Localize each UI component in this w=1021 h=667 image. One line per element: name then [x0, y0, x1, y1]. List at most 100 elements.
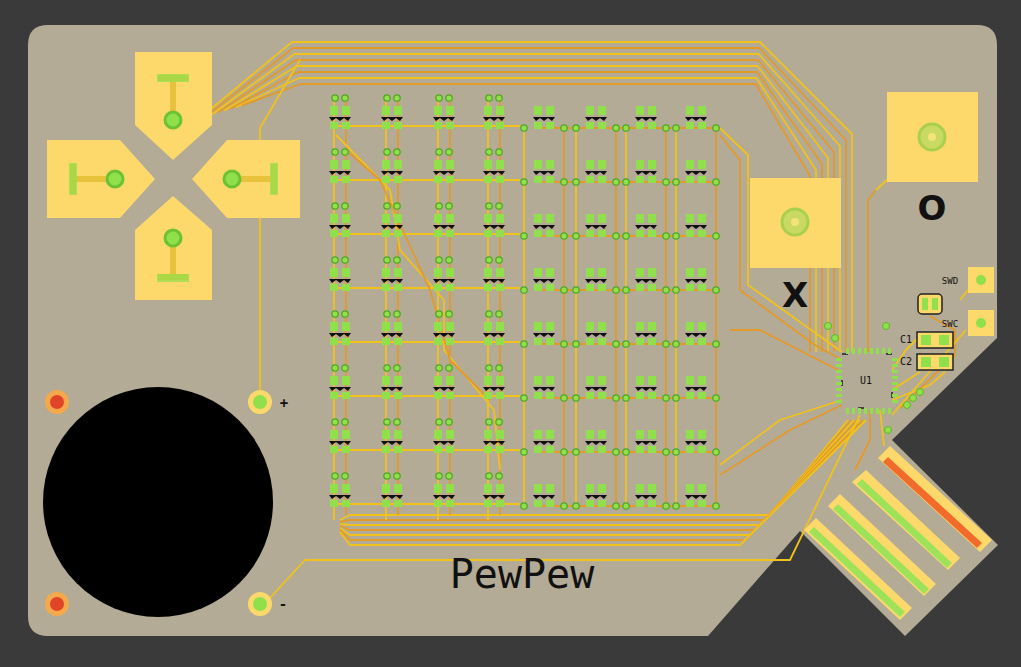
led-pad [636, 322, 644, 331]
button-pad [750, 178, 841, 268]
led-mark [433, 495, 455, 499]
led-pad [648, 106, 656, 115]
via [394, 419, 400, 425]
trace [212, 54, 840, 352]
chip-pin [882, 408, 885, 414]
led [381, 473, 403, 507]
led-pad [686, 214, 694, 223]
pad [932, 298, 938, 310]
via [663, 503, 669, 509]
via [436, 311, 442, 317]
led-pad [698, 160, 706, 169]
via [342, 149, 348, 155]
led [433, 149, 455, 183]
led-pad [546, 500, 554, 507]
usb-contacts [804, 446, 992, 620]
led-pad [394, 500, 402, 507]
via [332, 419, 338, 425]
led [573, 214, 619, 239]
pad-contact [73, 78, 274, 277]
led-pad [598, 230, 606, 237]
led-pad [446, 338, 454, 345]
led-mark [433, 279, 455, 283]
trace [340, 420, 860, 535]
led-mark [381, 333, 403, 337]
led-pad [446, 446, 454, 453]
led [329, 95, 351, 129]
led-pad [394, 268, 402, 277]
led-pad [434, 376, 442, 385]
via [107, 171, 123, 187]
led-pad [534, 484, 542, 493]
via [394, 95, 400, 101]
chip-pin [876, 408, 879, 414]
led-pad [484, 214, 492, 223]
led-pad [484, 338, 492, 345]
led-mark [433, 441, 455, 445]
led-pad [636, 122, 644, 129]
via [623, 395, 629, 401]
led-mark [533, 171, 555, 175]
led-pad [546, 322, 554, 331]
led-pad [586, 322, 594, 331]
via [384, 149, 390, 155]
led-pad [484, 430, 492, 439]
led-pad [342, 230, 350, 237]
via [342, 203, 348, 209]
led [521, 322, 567, 347]
button-label: O [918, 191, 947, 225]
led-pad [546, 122, 554, 129]
led-pad [546, 268, 554, 277]
led [329, 203, 351, 237]
led-mark [685, 279, 707, 283]
led-pad [636, 484, 644, 493]
led-pad [648, 338, 656, 345]
via [165, 112, 181, 128]
led-pad [686, 392, 694, 399]
led-pad [394, 392, 402, 399]
via [496, 311, 502, 317]
via [446, 257, 452, 263]
via [713, 341, 719, 347]
via [496, 257, 502, 263]
led-pad [484, 484, 492, 493]
led-pad [598, 338, 606, 345]
led-mark [533, 441, 555, 445]
via [713, 287, 719, 293]
via [521, 287, 527, 293]
led-pad [484, 176, 492, 183]
via [573, 287, 579, 293]
led-pad [434, 176, 442, 183]
board-title: PewPew [450, 554, 595, 594]
via [436, 95, 442, 101]
led-pad [546, 176, 554, 183]
chip [825, 323, 924, 434]
via [342, 257, 348, 263]
led-pad [434, 214, 442, 223]
led-mark [483, 117, 505, 121]
led [329, 149, 351, 183]
led-pad [534, 160, 542, 169]
led-pad [586, 284, 594, 291]
led [329, 311, 351, 345]
component [918, 294, 942, 314]
chip-pin [888, 348, 891, 354]
led [623, 376, 669, 401]
chip-pin [892, 382, 898, 385]
led-pad [648, 376, 656, 385]
via [446, 95, 452, 101]
led-pad [546, 376, 554, 385]
led-pad [446, 268, 454, 277]
led-mark [483, 279, 505, 283]
led-pad [698, 284, 706, 291]
via [713, 395, 719, 401]
led-mark [635, 495, 657, 499]
led-pad [446, 214, 454, 223]
pad [939, 335, 949, 345]
led-pad [382, 284, 390, 291]
led-pad [342, 376, 350, 385]
led-mark [585, 495, 607, 499]
via [446, 365, 452, 371]
led-pad [636, 160, 644, 169]
